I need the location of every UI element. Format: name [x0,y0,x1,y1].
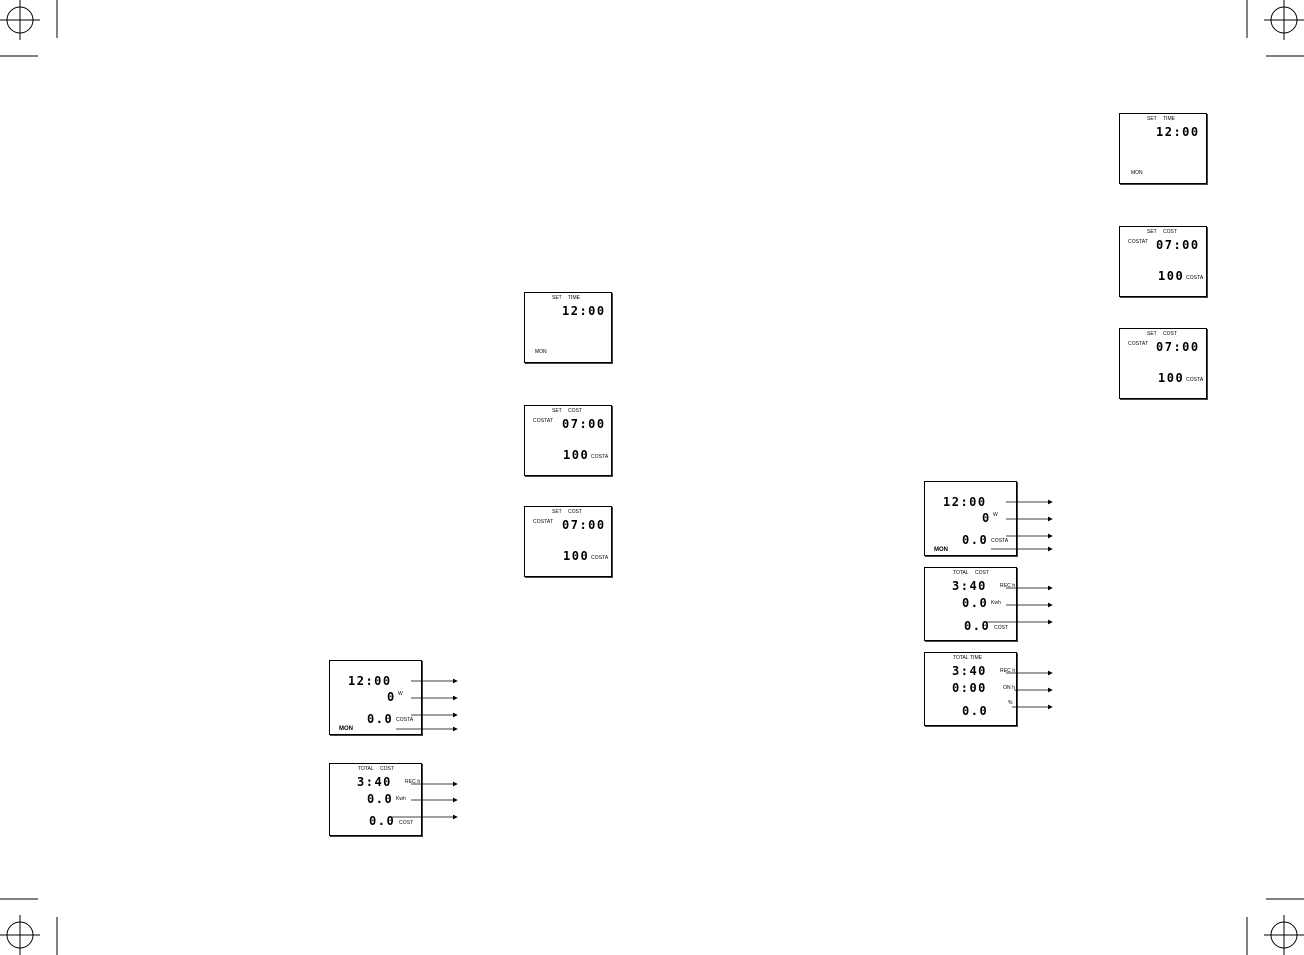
percent-readout: 0.0 [962,704,989,718]
registration-mark-bottom-left [0,915,40,955]
label-set: SET [1147,116,1157,122]
cost-readout: 0.0 [962,533,989,547]
label-costat: COSTAT [1128,341,1149,347]
label-set: SET [1147,229,1157,235]
time-readout: 12:00 [348,674,392,688]
lcd-set-cost: SET COST COSTAT 07:00 100 COSTA [1119,328,1207,399]
power-readout: 0 [982,511,991,525]
cost-readout: 0.0 [367,712,394,726]
power-unit: W [398,691,403,697]
cost-unit: COST [399,820,414,826]
time-readout: 3:40 [357,775,392,789]
time-readout: 07:00 [1156,340,1200,354]
time-readout: 12:00 [943,495,987,509]
cost-unit: COSTA [1186,275,1204,281]
percent-unit: % [1008,700,1013,706]
label-time: TIME [1163,116,1175,122]
time-readout: 12:00 [562,304,606,318]
lcd-set-cost: SET COST COSTAT 07:00 100 COSTA [524,506,612,577]
lcd-total-time: TOTAL TIME 3:40 REC h 0:00 ON h % 0.0 [924,652,1017,726]
time-unit: REC h [1000,668,1016,674]
power-readout: 0 [387,690,396,704]
cost-readout: 0.0 [369,814,396,828]
time-readout: 07:00 [1156,238,1200,252]
time-unit: REC h [405,779,421,785]
lcd-main-display: 12:00 0 W 0.0 COSTA MON [924,481,1017,556]
cost-value: 100 [1158,269,1185,283]
energy-readout: 0.0 [962,596,989,610]
lcd-set-time: SET TIME 12:00 MON [1119,113,1207,184]
label-set: SET [1147,331,1157,337]
label-cost: COST [380,766,394,772]
label-set: SET [552,408,562,414]
time-readout: 07:00 [562,518,606,532]
cost-readout: 0.0 [964,619,991,633]
cost-value: 100 [1158,371,1185,385]
lcd-main-display: 12:00 0 W 0.0 COSTA MON [329,660,422,735]
energy-unit: Kwh [991,600,1002,606]
cost-unit: COSTA [396,717,414,723]
time-readout: 12:00 [1156,125,1200,139]
label-time: TIME [970,655,982,661]
on-time-readout: 0:00 [952,681,987,695]
time-readout: 07:00 [562,417,606,431]
label-cost: COST [568,408,582,414]
energy-readout: 0.0 [367,792,394,806]
label-total: TOTAL [953,655,969,661]
label-set: SET [552,295,562,301]
on-time-unit: ON h [1003,685,1016,691]
label-costat: COSTAT [533,418,554,424]
lcd-set-cost: SET COST COSTAT 07:00 100 COSTA [1119,226,1207,297]
time-unit: REC h [1000,583,1016,589]
label-total: TOTAL [953,570,969,576]
cost-unit: COSTA [991,538,1009,544]
lcd-total-cost: TOTAL COST 3:40 REC h 0.0 Kwh 0.0 COST [329,763,422,836]
day-readout: MON [934,547,948,553]
label-cost: COST [1163,229,1177,235]
power-unit: W [993,512,998,518]
cost-unit: COST [994,625,1009,631]
lcd-set-time: SET TIME 12:00 MON [524,292,612,363]
cost-unit: COSTA [591,454,609,460]
day-readout: MON [535,349,547,355]
time-readout: 3:40 [952,664,987,678]
label-costat: COSTAT [533,519,554,525]
label-time: TIME [568,295,580,301]
label-total: TOTAL [358,766,374,772]
cost-value: 100 [563,448,590,462]
cost-unit: COSTA [591,555,609,561]
registration-mark-bottom-right [1264,915,1304,955]
label-cost: COST [975,570,989,576]
registration-mark-top-right [1264,0,1304,40]
day-readout: MON [339,726,353,732]
cost-value: 100 [563,549,590,563]
label-cost: COST [568,509,582,515]
day-readout: MON [1131,170,1143,176]
lcd-total-cost: TOTAL COST 3:40 REC h 0.0 Kwh 0.0 COST [924,567,1017,641]
label-set: SET [552,509,562,515]
registration-mark-top-left [0,0,40,40]
time-readout: 3:40 [952,579,987,593]
lcd-set-cost: SET COST COSTAT 07:00 100 COSTA [524,405,612,476]
energy-unit: Kwh [396,796,407,802]
label-costat: COSTAT [1128,239,1149,245]
cost-unit: COSTA [1186,377,1204,383]
label-cost: COST [1163,331,1177,337]
